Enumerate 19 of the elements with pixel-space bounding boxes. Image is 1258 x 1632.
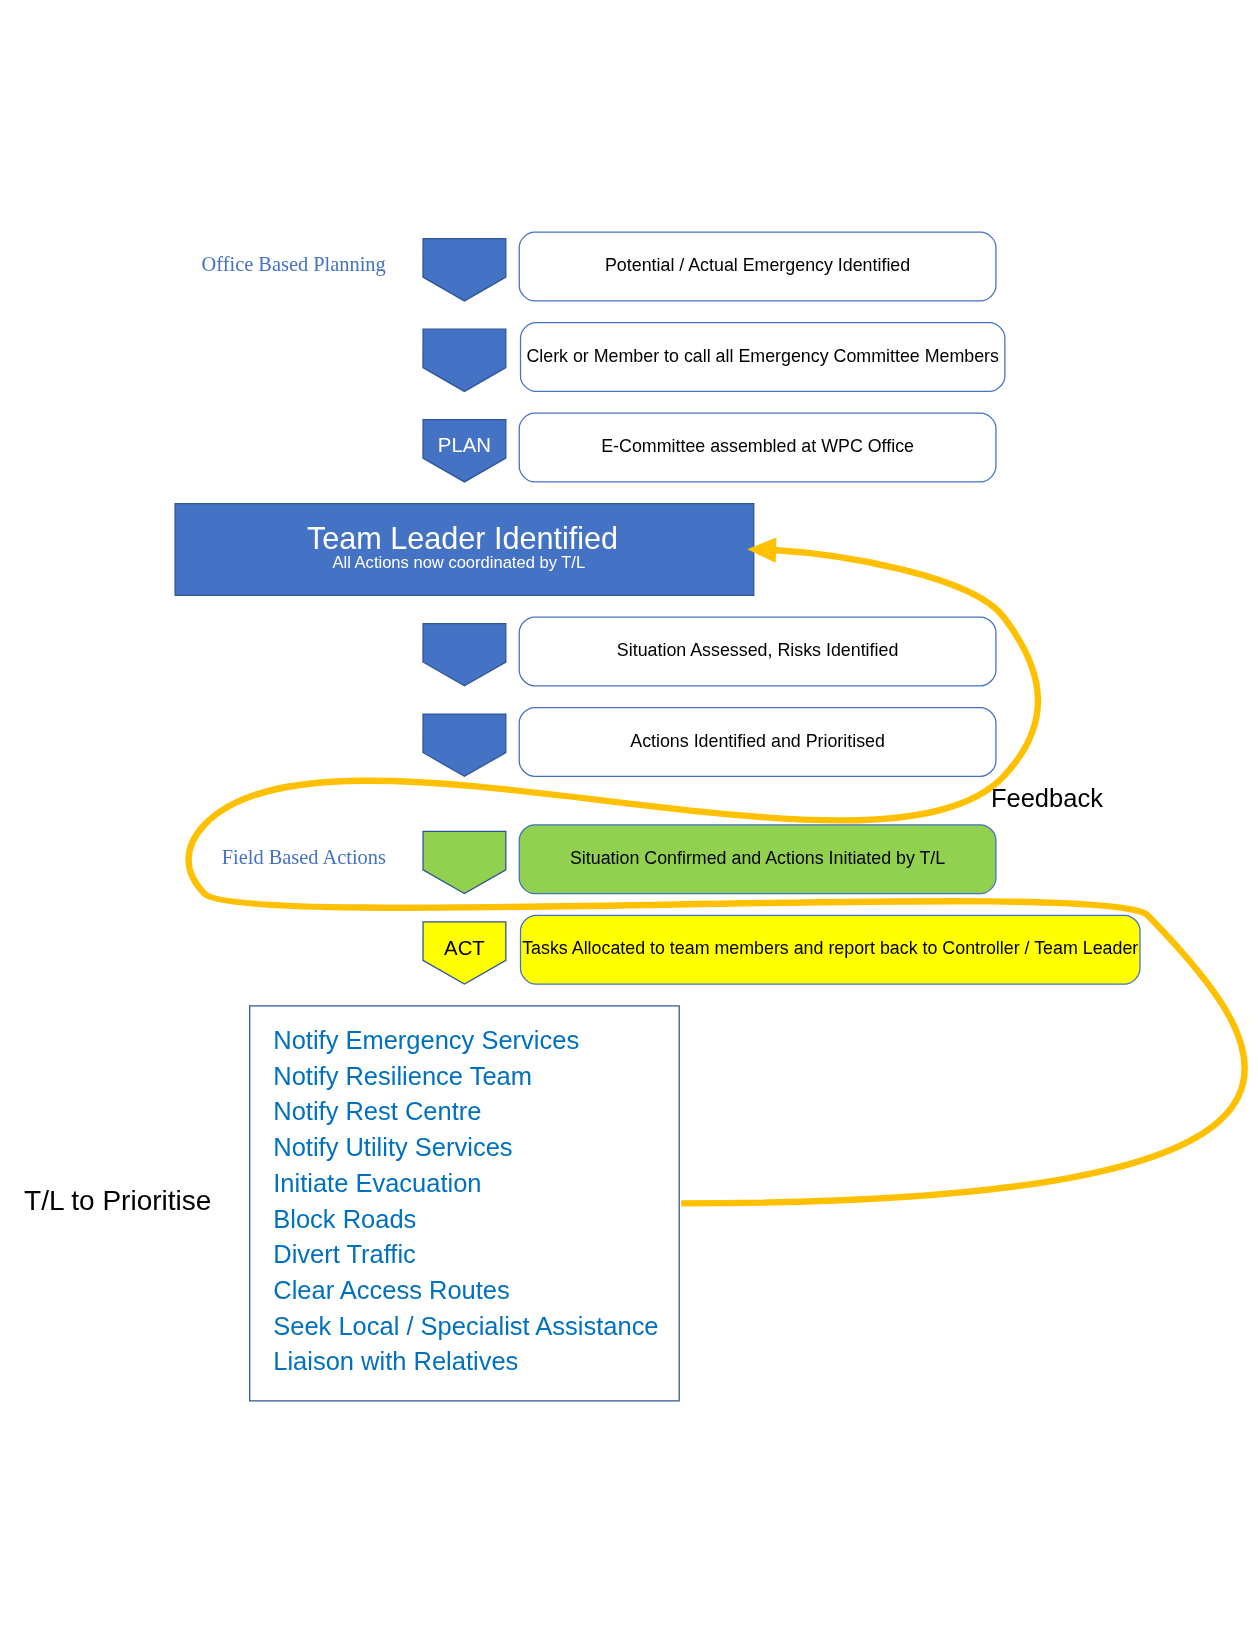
node-chevron	[422, 237, 507, 302]
node-box: Team Leader Identified All Actions now coordinated by T/L	[174, 502, 755, 596]
node-chevron	[422, 622, 507, 687]
node-chevron	[422, 328, 507, 392]
node-box: Situation Assessed, Risks Identified	[518, 615, 997, 686]
node-box: Potential / Actual Emergency Identified	[518, 230, 997, 302]
label: T/L to Prioritise	[24, 1184, 212, 1216]
node-chevron	[422, 712, 507, 777]
node-box: Actions Identified and Prioritised	[518, 706, 997, 777]
node-box: Notify Emergency Services Notify Resilience Team Notify Rest Centre Notify Utility Services Initiate Evacuation Block Roads Divert Traffic Clear Access Routes Seek Local / Specialist Assistance Liaison with Relatives	[249, 1004, 680, 1402]
node-box: E-Committee assembled at WPC Office	[518, 411, 997, 483]
arrow	[186, 536, 1247, 1207]
node-box: Clerk or Member to call all Emergency Committee Members	[519, 321, 1006, 392]
label: Office Based Planning	[201, 252, 386, 275]
node-chevron	[422, 830, 507, 894]
node-box: Tasks Allocated to team members and report back to Controller / Team Leader	[519, 914, 1141, 985]
node-box: Situation Confirmed and Actions Initiated by T/L	[518, 823, 997, 894]
edge-label: Feedback	[990, 783, 1103, 812]
label: Field Based Actions	[221, 845, 386, 868]
